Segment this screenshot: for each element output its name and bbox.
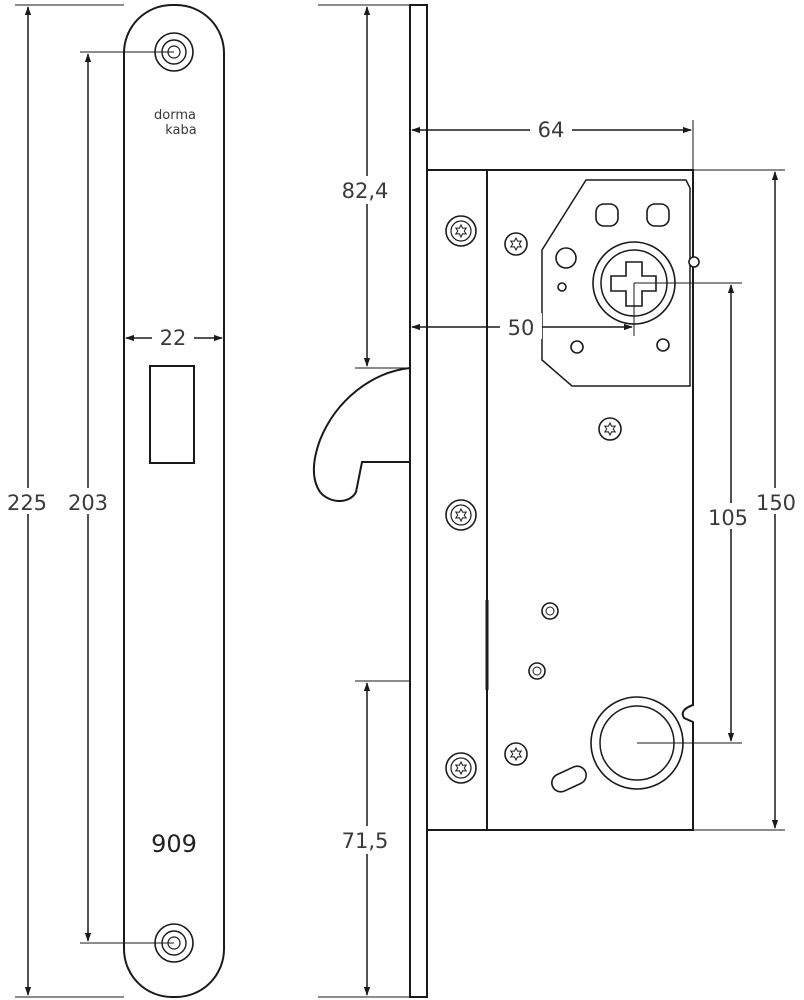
dimension-label-case-height: 150 <box>756 491 796 515</box>
dimension-spindle-to-cylinder: 105 <box>634 282 752 744</box>
plate-rivet <box>555 247 577 269</box>
dimension-label-overall-height: 225 <box>7 491 47 515</box>
brand-logo-line1: dorma <box>154 108 196 123</box>
dimension-bottom-to-hook: 71,5 <box>318 680 410 998</box>
dimension-overall-height: 225 <box>4 4 124 998</box>
model-number: 909 <box>151 830 197 858</box>
dimension-label-bottom-to-hook: 71,5 <box>342 829 389 853</box>
case-pin-lower <box>528 662 546 680</box>
dimension-top-to-hook: 82,4 <box>318 4 410 369</box>
hook-bolt <box>313 367 411 502</box>
dimension-backset: 50 <box>411 283 635 340</box>
front-screw-bottom <box>445 752 477 784</box>
dimension-faceplate-width: 22 <box>125 324 223 350</box>
dimension-label-top-to-hook: 82,4 <box>342 179 389 203</box>
cylinder-slot <box>551 765 587 793</box>
dimension-screw-spacing: 203 <box>64 51 174 944</box>
lock-case <box>486 169 694 831</box>
case-screw-middle <box>598 417 622 441</box>
dimension-label-spindle-to-cylinder: 105 <box>708 506 748 530</box>
dimension-label-faceplate-width: 22 <box>160 326 187 350</box>
faceplate-front-view: dorma kaba 909 <box>123 4 225 998</box>
hook-opening <box>149 365 195 464</box>
faceplate-outline <box>123 4 225 998</box>
plate-notch <box>688 256 700 268</box>
plate-hole-right <box>646 203 670 227</box>
dimension-label-screw-spacing: 203 <box>68 491 108 515</box>
spindle-cross-icon <box>610 261 657 307</box>
brand-logo-line2: kaba <box>165 123 196 138</box>
dimension-case-depth: 64 <box>411 116 694 170</box>
front-screw-top <box>445 215 477 247</box>
spindle-plate <box>541 179 691 387</box>
plate-pin-lower-right <box>656 338 670 352</box>
dimension-case-height: 150 <box>693 169 800 831</box>
plate-pin-lower-left <box>570 340 584 354</box>
case-screw-bottom <box>504 742 528 766</box>
case-screw-top <box>504 232 528 256</box>
front-screw-middle <box>445 499 477 531</box>
case-pin-upper <box>541 602 559 620</box>
dimension-label-backset: 50 <box>508 316 535 340</box>
plate-pin <box>557 282 567 292</box>
forend-side <box>409 4 428 998</box>
dimension-label-case-depth: 64 <box>538 118 565 142</box>
plate-hole-left <box>595 203 619 227</box>
